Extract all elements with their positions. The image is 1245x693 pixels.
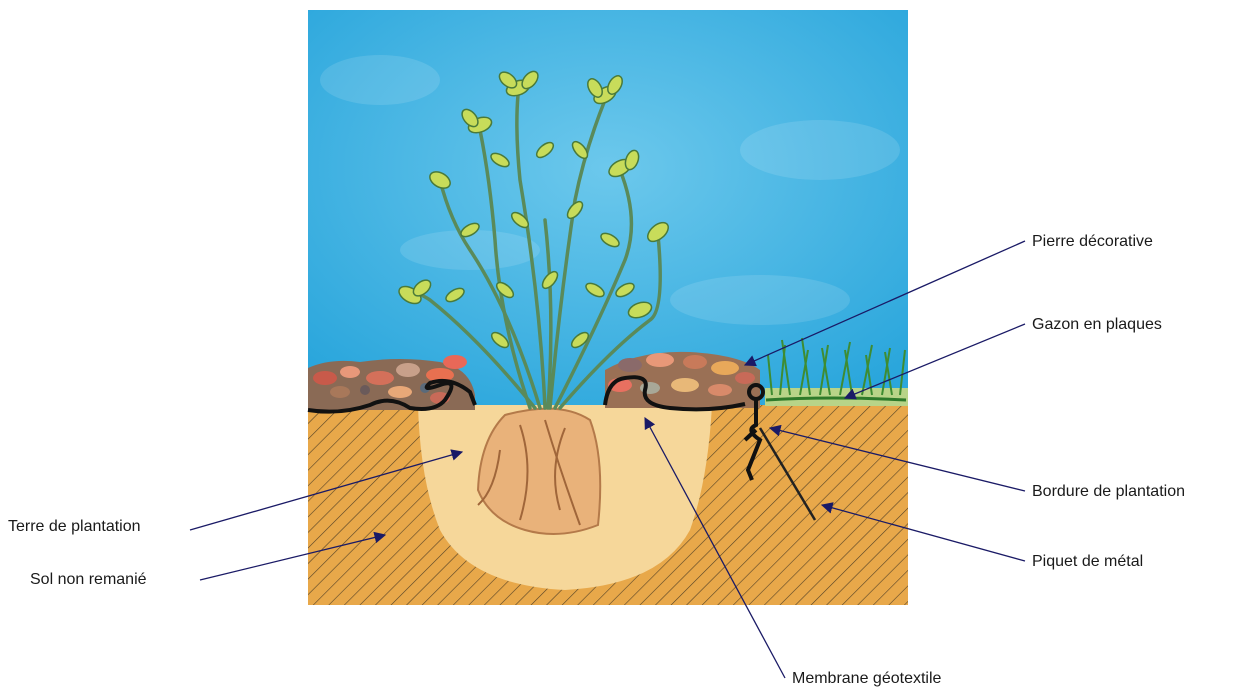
- label-piquet-de-metal: Piquet de métal: [1032, 553, 1143, 571]
- label-gazon-en-plaques: Gazon en plaques: [1032, 316, 1162, 334]
- label-membrane-geotextile: Membrane géotextile: [792, 670, 941, 688]
- decorative-stones-right: [605, 352, 760, 408]
- label-terre-de-plantation: Terre de plantation: [8, 518, 141, 536]
- label-sol-non-remanie: Sol non remanié: [30, 571, 147, 589]
- label-pierre-decorative: Pierre décorative: [1032, 233, 1153, 251]
- label-bordure-de-plantation: Bordure de plantation: [1032, 483, 1185, 501]
- root-ball: [478, 409, 600, 534]
